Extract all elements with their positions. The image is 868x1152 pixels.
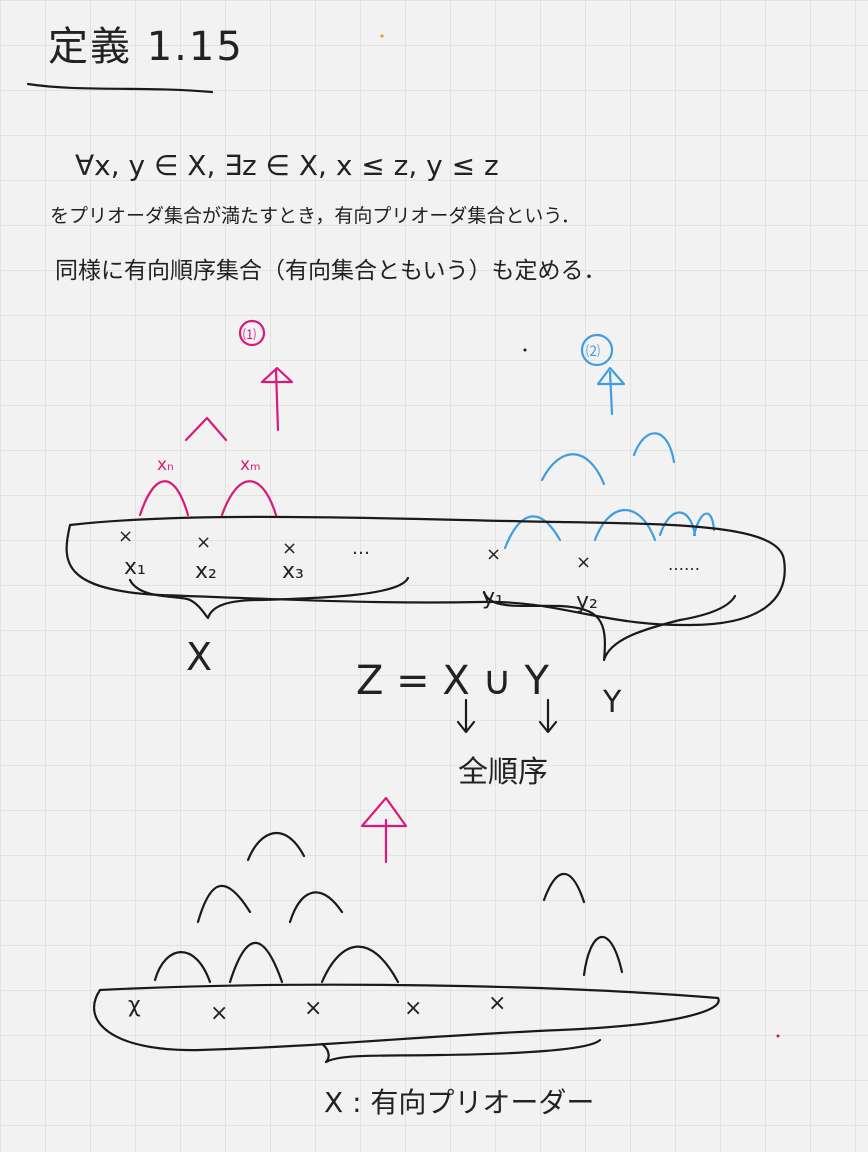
black-arch-6 <box>320 945 400 984</box>
blue-up-arrow <box>596 366 626 416</box>
bottom-element-4: × <box>404 996 422 1021</box>
bottom-caption: X : 有向プリオーダー <box>324 1086 594 1119</box>
label-Y: Y <box>602 685 622 720</box>
y-elements-marks: × <box>576 552 591 573</box>
y-brace <box>482 590 737 662</box>
bottom-element-3: × <box>304 996 322 1021</box>
definition-line-1: をプリオーダ集合が満たすとき，有向プリオーダ集合という． <box>50 205 580 227</box>
blue-arch-5 <box>658 511 697 537</box>
blue-arch-1 <box>540 453 606 486</box>
blue-arch-6 <box>692 512 716 537</box>
stray-dot <box>380 34 384 38</box>
definition-line-2: 同様に有向順序集合（有向集合ともいう）も定める． <box>55 258 607 284</box>
stray-dot <box>776 1034 780 1038</box>
union-note: 全順序 <box>458 755 548 790</box>
y-element-1: y₁ <box>482 585 504 610</box>
pink-label-right: xₘ <box>240 455 261 475</box>
x-element-3: x₃ <box>282 559 304 584</box>
blue-arch-4 <box>593 509 657 542</box>
black-arch-top <box>246 832 306 862</box>
y-element-2: y₂ <box>576 589 598 614</box>
x-element-more: … <box>352 538 370 559</box>
y-element-more: …… <box>668 555 700 574</box>
red-circle-label: ⑴ <box>243 328 256 343</box>
pink-upper-chevron <box>184 416 228 442</box>
x-elements-marks: × <box>196 532 211 553</box>
bottom-element-5: × <box>488 991 506 1016</box>
label-X: X <box>186 635 212 679</box>
definition-formula: ∀x, y ∈ X, ∃z ∈ X, x ≤ z, y ≤ z <box>75 149 499 182</box>
x-elements-marks: × <box>282 538 297 559</box>
stray-dot <box>523 348 527 352</box>
x-element-2: x₂ <box>195 559 217 584</box>
blue-circle-marker <box>580 333 614 367</box>
note-title: 定義 1.15 <box>48 24 244 70</box>
blue-arch-2 <box>632 432 676 464</box>
union-arrow-right <box>538 698 558 734</box>
black-arch-4 <box>153 951 212 984</box>
pink-arch-2 <box>220 480 278 517</box>
y-elements-marks: × <box>486 544 501 565</box>
pink-label-left: xₙ <box>157 455 174 475</box>
black-arch-5 <box>228 941 284 984</box>
title-underline <box>26 82 214 94</box>
bottom-element-1: χ <box>128 993 141 1018</box>
pink-down-arrow-bottom <box>360 796 408 864</box>
pink-up-arrow <box>260 366 294 432</box>
bottom-set-outline <box>93 983 720 1052</box>
black-arch-3 <box>288 891 344 924</box>
middle-set-outline <box>65 515 786 627</box>
bottom-element-2: × <box>210 1001 228 1026</box>
bottom-brace <box>320 1038 602 1064</box>
black-arch-2 <box>196 884 252 924</box>
blue-arch-3 <box>503 515 562 550</box>
x-brace <box>128 576 410 620</box>
x-element-1: x₁ <box>124 555 146 580</box>
black-arch-right-low <box>582 936 624 977</box>
union-formula: Z = X ∪ Y <box>356 658 549 704</box>
red-circle-marker <box>238 319 266 347</box>
blue-circle-label: ⑵ <box>586 344 600 360</box>
black-arch-right-high <box>542 872 586 904</box>
pink-arch-1 <box>138 480 190 517</box>
x-elements-marks: × <box>118 526 133 547</box>
union-arrow-left <box>456 698 476 734</box>
